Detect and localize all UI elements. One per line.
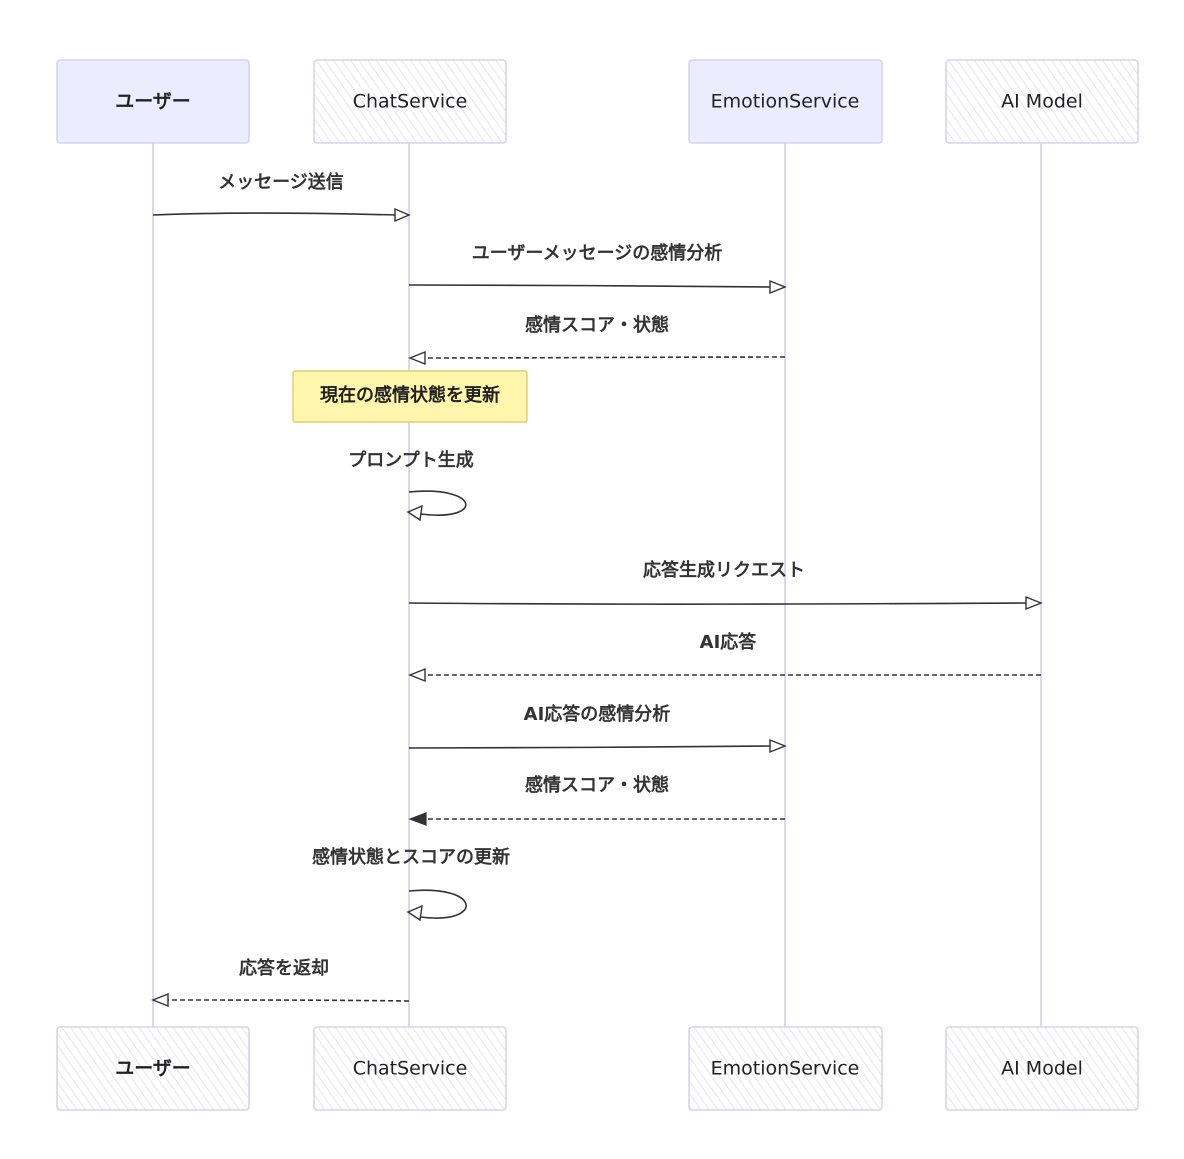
message-update-state-and-score: 感情状態とスコアの更新 bbox=[312, 846, 510, 922]
message-send-label: メッセージ送信 bbox=[218, 171, 344, 193]
note-update-emotion-state-label: 現在の感情状態を更新 bbox=[320, 384, 500, 406]
message-emotion-score-1-label: 感情スコア・状態 bbox=[525, 314, 669, 336]
actor-chatservice-top-label: ChatService bbox=[353, 91, 468, 113]
message-user-emotion-analysis-label: ユーザーメッセージの感情分析 bbox=[472, 242, 723, 264]
actor-emotionservice-bottom: EmotionService bbox=[688, 1026, 883, 1111]
actor-emotionservice-top-label: EmotionService bbox=[711, 91, 860, 113]
actor-chatservice-bottom-label: ChatService bbox=[353, 1058, 468, 1080]
message-ai-response: AI応答 bbox=[408, 631, 1042, 683]
message-ai-emotion-analysis: AI応答の感情分析 bbox=[408, 703, 787, 754]
actor-chatservice-top: ChatService bbox=[313, 59, 507, 144]
actor-emotionservice-top: EmotionService bbox=[688, 59, 883, 144]
message-ai-emotion-analysis-label: AI応答の感情分析 bbox=[524, 703, 671, 725]
actor-ai-model-bottom-label: AI Model bbox=[1001, 1058, 1083, 1080]
message-update-state-and-score-label: 感情状態とスコアの更新 bbox=[312, 846, 510, 868]
note-update-emotion-state: 現在の感情状態を更新 bbox=[292, 370, 528, 423]
actor-emotionservice-bottom-label: EmotionService bbox=[711, 1058, 860, 1080]
message-return-response: 応答を返却 bbox=[151, 957, 410, 1008]
actor-ai-model-bottom: AI Model bbox=[945, 1026, 1139, 1111]
actor-user-bottom-label: ユーザー bbox=[115, 1058, 191, 1080]
message-response-request-label: 応答生成リクエスト bbox=[643, 559, 805, 581]
message-emotion-score-1: 感情スコア・状態 bbox=[408, 314, 786, 366]
message-prompt-generation: プロンプト生成 bbox=[348, 449, 474, 522]
message-send: メッセージ送信 bbox=[152, 171, 411, 223]
message-response-request: 応答生成リクエスト bbox=[408, 559, 1043, 611]
message-emotion-score-2-label: 感情スコア・状態 bbox=[525, 774, 669, 796]
message-ai-response-label: AI応答 bbox=[700, 631, 758, 653]
actor-ai-model-top-label: AI Model bbox=[1001, 91, 1083, 113]
message-user-emotion-analysis: ユーザーメッセージの感情分析 bbox=[408, 242, 787, 295]
message-prompt-generation-label: プロンプト生成 bbox=[348, 449, 473, 471]
actor-ai-model-top: AI Model bbox=[945, 59, 1139, 144]
actor-user-bottom: ユーザー bbox=[56, 1026, 250, 1111]
actor-chatservice-bottom: ChatService bbox=[313, 1026, 507, 1111]
actor-user-top: ユーザー bbox=[56, 59, 250, 144]
actor-user-top-label: ユーザー bbox=[115, 91, 191, 113]
message-return-response-label: 応答を返却 bbox=[239, 957, 329, 979]
message-emotion-score-2: 感情スコア・状態 bbox=[408, 774, 786, 826]
